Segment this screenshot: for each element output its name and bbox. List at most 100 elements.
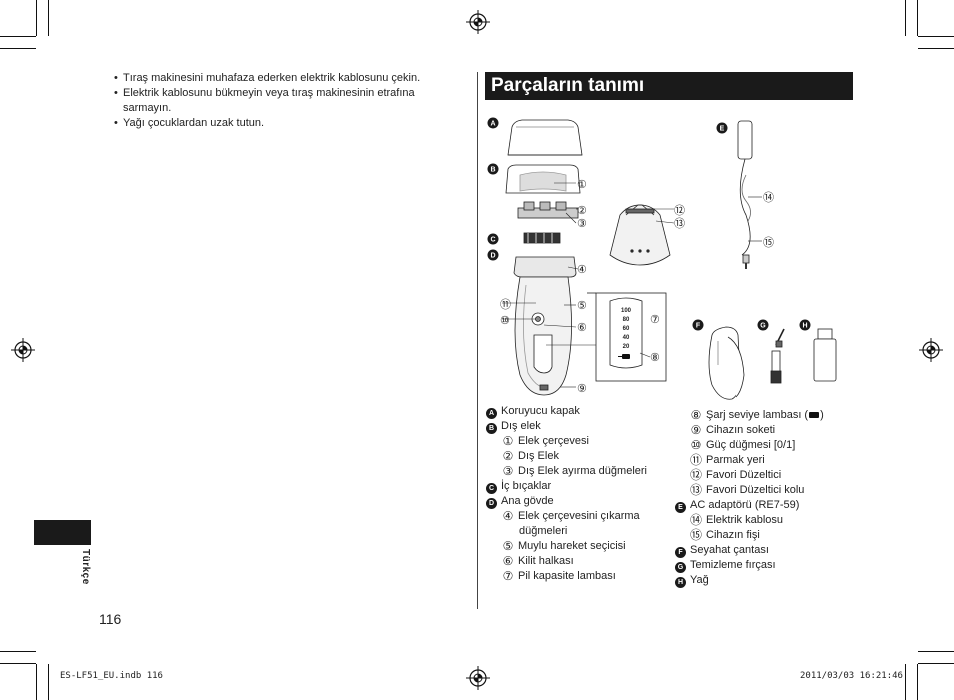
letter-badge: F xyxy=(696,323,701,330)
letter-badge: F xyxy=(675,547,686,558)
number-badge: ② xyxy=(502,450,514,462)
letter-badge: D xyxy=(490,253,495,260)
crop-mark xyxy=(905,0,906,36)
column-divider xyxy=(477,72,478,609)
callout-number: ⑩ xyxy=(500,315,510,327)
number-badge: ⑤ xyxy=(502,540,514,552)
footer-datetime: 2011/03/03 16:21:46 xyxy=(800,671,903,681)
warning-item: Yağı çocuklardan uzak tutun. xyxy=(114,116,444,131)
crop-mark xyxy=(48,664,49,700)
letter-badge: B xyxy=(490,167,495,174)
callout-number: ⑬ xyxy=(674,217,685,230)
part-row: ②Dış Elek xyxy=(502,449,559,464)
crop-mark xyxy=(918,663,954,664)
crop-mark xyxy=(48,0,49,36)
letter-badge: D xyxy=(486,498,497,509)
letter-badge: G xyxy=(760,323,766,330)
callout-number: ④ xyxy=(577,264,587,276)
callout-number: ① xyxy=(577,179,587,191)
number-badge: ⑧ xyxy=(690,409,702,421)
part-row-continuation: düğmeleri xyxy=(519,524,567,539)
callout-number: ⑪ xyxy=(500,298,511,311)
letter-badge: C xyxy=(486,483,497,494)
registration-mark-right xyxy=(919,338,943,362)
page-number: 116 xyxy=(99,611,121,627)
callout-number: ⑨ xyxy=(577,383,587,395)
cleaning-brush xyxy=(771,329,784,383)
callout-number: ⑦ xyxy=(650,314,660,326)
part-row: ⑮Cihazın fişi xyxy=(690,528,760,543)
number-badge: ④ xyxy=(502,510,514,522)
callout-number: ② xyxy=(577,205,587,217)
lamp-scale-label: 100 xyxy=(621,308,632,314)
letter-badge: G xyxy=(675,562,686,573)
number-badge: ⑪ xyxy=(690,454,702,466)
plug-icon xyxy=(809,412,819,418)
letter-badge: B xyxy=(486,423,497,434)
callout-number: ⑫ xyxy=(674,204,685,217)
language-label: Türkçe xyxy=(80,549,91,585)
crop-mark xyxy=(0,663,36,664)
callout-number: ⑧ xyxy=(650,352,660,364)
number-badge: ① xyxy=(502,435,514,447)
part-row: ⑦Pil kapasite lambası xyxy=(502,569,616,584)
callout-number: ⑥ xyxy=(577,322,587,334)
crop-mark xyxy=(918,36,954,37)
letter-badge: E xyxy=(675,502,686,513)
number-badge: ③ xyxy=(502,465,514,477)
crop-mark xyxy=(917,664,918,700)
letter-badge: E xyxy=(720,126,725,133)
warning-item: Elektrik kablosunu bükmeyin veya tıraş m… xyxy=(114,86,444,116)
letter-badge: H xyxy=(802,323,807,330)
number-badge: ⑩ xyxy=(690,439,702,451)
part-row: ⑫Favori Düzeltici xyxy=(690,468,781,483)
protective-cap xyxy=(508,120,582,155)
crop-mark xyxy=(36,664,37,700)
registration-mark-bottom xyxy=(466,666,490,690)
crop-mark xyxy=(0,48,36,49)
number-badge: ⑬ xyxy=(690,484,702,496)
parts-diagram: A B C D E F G H ① ② ③ ④ ⑤ ⑥ ⑦ ⑧ ⑨ ⑩ ⑪ ⑫ … xyxy=(480,105,870,405)
callout-number: ⑭ xyxy=(763,191,774,204)
warning-item: Tıraş makinesini muhafaza ederken elektr… xyxy=(114,71,444,86)
lamp-scale-label: 20 xyxy=(623,344,630,350)
ac-adaptor xyxy=(738,121,752,269)
crop-mark xyxy=(917,0,918,36)
part-row: ④Elek çerçevesini çıkarma xyxy=(502,509,640,524)
lamp-scale-label: 60 xyxy=(623,326,630,332)
callout-number: ③ xyxy=(577,218,587,230)
main-body xyxy=(514,257,576,395)
oil-bottle xyxy=(814,329,836,381)
number-badge: ⑮ xyxy=(690,529,702,541)
footer-file: ES-LF51_EU.indb 116 xyxy=(60,671,163,681)
crop-mark xyxy=(0,651,36,652)
letter-badge: C xyxy=(490,237,495,244)
letter-badge: H xyxy=(675,577,686,588)
crop-mark xyxy=(918,48,954,49)
lamp-scale-label: 40 xyxy=(623,335,630,341)
travel-pouch xyxy=(709,327,744,399)
warning-list: Tıraş makinesini muhafaza ederken elektr… xyxy=(114,71,444,131)
trimmer xyxy=(610,205,670,265)
letter-badge: A xyxy=(486,408,497,419)
part-row: ①Elek çerçevesi xyxy=(502,434,589,449)
callout-number: ⑤ xyxy=(577,300,587,312)
section-title: Parçaların tanımı xyxy=(485,72,853,100)
crop-mark xyxy=(918,651,954,652)
registration-mark-left xyxy=(11,338,35,362)
callout-number: ⑮ xyxy=(763,236,774,249)
